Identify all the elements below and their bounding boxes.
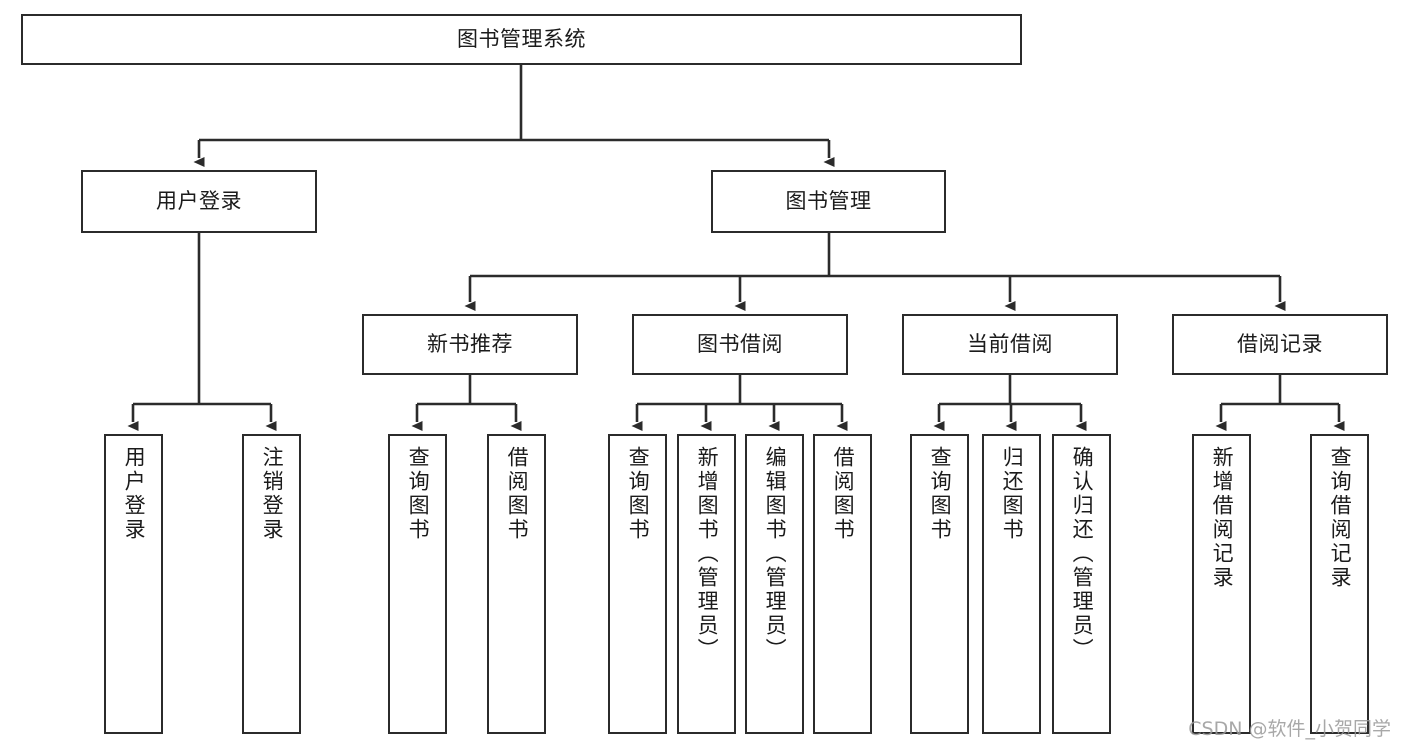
node-label: 新书推荐 [427,332,513,357]
node-label: 查询图书 [626,446,651,542]
leaf-user-login[interactable]: 用户登录 [104,434,163,734]
leaf-confirm-return-admin[interactable]: 确认归还（管理员） [1052,434,1111,734]
node-label: 借阅记录 [1237,332,1323,357]
node-current-borrow[interactable]: 当前借阅 [902,314,1118,375]
node-label: 用户登录 [156,189,242,214]
leaf-logout[interactable]: 注销登录 [242,434,301,734]
node-label: 新增图书（管理员） [695,446,720,662]
leaf-query-borrow-record[interactable]: 查询借阅记录 [1310,434,1369,734]
node-label: 确认归还（管理员） [1070,446,1095,662]
leaf-query-book-1[interactable]: 查询图书 [388,434,447,734]
node-label: 新增借阅记录 [1210,446,1235,590]
node-label: 图书借阅 [697,332,783,357]
node-book-borrow[interactable]: 图书借阅 [632,314,848,375]
node-label: 注销登录 [260,446,285,542]
node-borrow-record[interactable]: 借阅记录 [1172,314,1388,375]
node-label: 查询借阅记录 [1328,446,1353,590]
node-label: 借阅图书 [505,446,530,542]
node-book-management[interactable]: 图书管理 [711,170,946,233]
node-label: 归还图书 [1000,446,1025,542]
node-label: 查询图书 [406,446,431,542]
node-label: 查询图书 [928,446,953,542]
leaf-add-book-admin[interactable]: 新增图书（管理员） [677,434,736,734]
leaf-query-book-2[interactable]: 查询图书 [608,434,667,734]
node-user-login[interactable]: 用户登录 [81,170,317,233]
node-label: 用户登录 [122,446,147,542]
node-label: 编辑图书（管理员） [763,446,788,662]
node-root-system[interactable]: 图书管理系统 [21,14,1022,65]
leaf-add-borrow-record[interactable]: 新增借阅记录 [1192,434,1251,734]
leaf-edit-book-admin[interactable]: 编辑图书（管理员） [745,434,804,734]
node-label: 图书管理 [785,189,872,214]
node-label: 图书管理系统 [457,27,586,52]
leaf-borrow-book-2[interactable]: 借阅图书 [813,434,872,734]
leaf-borrow-book-1[interactable]: 借阅图书 [487,434,546,734]
node-label: 当前借阅 [967,332,1053,357]
leaf-return-book[interactable]: 归还图书 [982,434,1041,734]
node-label: 借阅图书 [831,446,856,542]
leaf-query-book-3[interactable]: 查询图书 [910,434,969,734]
csdn-watermark: CSDN @软件_小贺同学 [1188,718,1391,740]
node-new-book-recommend[interactable]: 新书推荐 [362,314,578,375]
